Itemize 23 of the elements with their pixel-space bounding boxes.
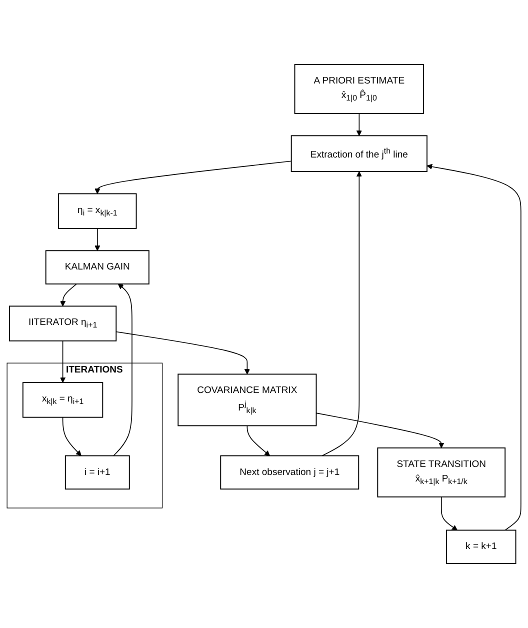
arrow: [94, 228, 100, 251]
node-box: x$_{k|k}$ = η$_{i+1}$: [22, 382, 104, 418]
node-box: Extraction of the j$^{th}$ line: [290, 135, 428, 172]
node-box: IITERATOR η$_{i+1}$: [9, 306, 117, 342]
arrow: [62, 416, 82, 456]
arrow: [60, 284, 78, 306]
node-box: STATE TRANSITION x̂$_{k+1|k}$ P$_{k+1/k}$: [377, 447, 506, 498]
arrow: [440, 496, 458, 530]
arrow: [316, 412, 444, 448]
arrow: [60, 340, 66, 383]
arrow: [426, 164, 522, 531]
arrow: [113, 284, 132, 456]
node-box: Next observation j = j+1: [220, 455, 360, 490]
arrow: [246, 425, 270, 456]
arrow: [322, 171, 362, 456]
node-box: η$_{i}$ = x$_{k|k-1}$: [58, 193, 137, 229]
arrow: [94, 160, 292, 194]
arrow: [356, 113, 362, 136]
node-box: A PRIORI ESTIMATE x̂$_{1|0}$ P̂$_{1|0}$: [294, 64, 424, 114]
node-box: k = k+1: [446, 530, 516, 564]
arrow: [116, 331, 250, 374]
node-box: i = i+1: [64, 455, 130, 490]
node-box: KALMAN GAIN: [45, 250, 150, 284]
